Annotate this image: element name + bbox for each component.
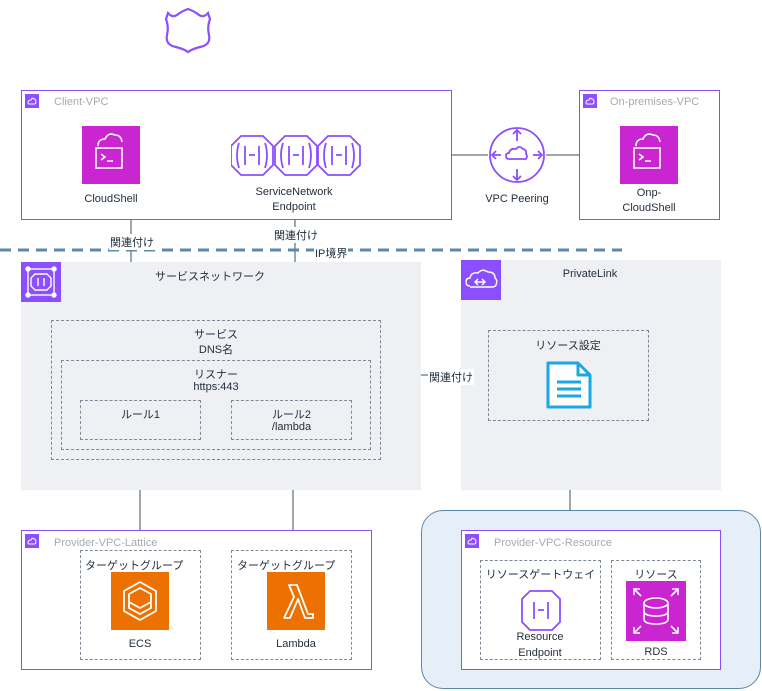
rds-icon[interactable] bbox=[626, 581, 686, 641]
vpc-icon bbox=[583, 94, 597, 108]
resource-box bbox=[611, 560, 701, 660]
rule1-label: ルール1 bbox=[120, 409, 161, 421]
rule2-label-1: ルール2 bbox=[271, 409, 312, 421]
resource-gateway-box bbox=[480, 560, 601, 660]
target-group-2-label: ターゲットグループ bbox=[236, 557, 337, 573]
service-label-2: DNS名 bbox=[198, 344, 234, 356]
rule2-label-2: /lambda bbox=[271, 421, 312, 433]
vpc-icon bbox=[25, 94, 39, 108]
listener-label-2: https:443 bbox=[193, 381, 239, 393]
cloudshell-icon[interactable] bbox=[620, 126, 678, 184]
onp-cloudshell-label-2: CloudShell bbox=[622, 202, 676, 214]
ecs-icon[interactable] bbox=[111, 572, 169, 630]
cloudshell-label: CloudShell bbox=[84, 193, 138, 205]
provider-resource-label: Provider-VPC-Resource bbox=[494, 537, 612, 549]
lambda-icon[interactable] bbox=[267, 572, 325, 630]
resource-label: リソース bbox=[634, 569, 678, 581]
association-label-middle: 関連付け bbox=[428, 369, 474, 385]
resource-config-box bbox=[488, 330, 649, 421]
service-network-title: サービスネットワーク bbox=[155, 271, 265, 283]
ip-boundary-line bbox=[0, 248, 622, 252]
onprem-vpc-label: On-premises-VPC bbox=[610, 96, 700, 108]
target-group-2-box bbox=[231, 550, 352, 660]
service-box bbox=[51, 320, 381, 460]
target-group-1-label: ターゲットグループ bbox=[84, 557, 185, 573]
resource-gateway-label: リソースゲートウェイ bbox=[485, 569, 596, 581]
vpc-peering-label: VPC Peering bbox=[485, 193, 549, 205]
resource-config-label: リソース設定 bbox=[535, 340, 601, 352]
rule2-box bbox=[231, 400, 352, 440]
rds-label: RDS bbox=[644, 646, 668, 658]
ip-boundary-label: IP境界 bbox=[314, 245, 349, 261]
service-network-group bbox=[21, 262, 421, 490]
resource-endpoint-label-1: Resource bbox=[516, 631, 564, 643]
endpoint-icon[interactable] bbox=[231, 133, 361, 178]
document-icon[interactable] bbox=[545, 360, 593, 410]
rule1-box bbox=[80, 400, 201, 440]
cloudshell-icon[interactable] bbox=[82, 126, 140, 184]
provider-resource-vpc-group: Provider-VPC-Resource bbox=[461, 530, 721, 670]
vpc-peering-icon[interactable] bbox=[488, 126, 546, 184]
servicenetwork-endpoint-label-1: ServiceNetwork bbox=[255, 186, 333, 198]
onp-cloudshell-label-1: Onp- bbox=[636, 187, 662, 199]
lambda-label: Lambda bbox=[276, 638, 316, 650]
privatelink-title: PrivateLink bbox=[562, 268, 618, 280]
servicenetwork-endpoint-label-2: Endpoint bbox=[272, 201, 316, 213]
shield-icon bbox=[164, 7, 212, 54]
privatelink-icon bbox=[461, 260, 501, 300]
service-label-1: サービス bbox=[194, 329, 238, 341]
ecs-label: ECS bbox=[128, 638, 152, 650]
client-vpc-label: Client-VPC bbox=[54, 96, 109, 108]
listener-label-1: リスナー bbox=[194, 369, 238, 381]
vpc-icon bbox=[465, 534, 479, 548]
association-label-right: 関連付け bbox=[273, 227, 319, 243]
listener-box bbox=[61, 360, 371, 450]
association-label-left: 関連付け bbox=[109, 234, 155, 250]
resource-endpoint-label-2: Endpoint bbox=[518, 647, 562, 659]
vpc-icon bbox=[25, 534, 39, 548]
provider-lattice-label: Provider-VPC-Lattice bbox=[54, 537, 158, 549]
target-group-1-box bbox=[80, 550, 201, 660]
resource-endpoint-icon[interactable] bbox=[520, 588, 562, 633]
service-network-icon bbox=[21, 262, 61, 302]
